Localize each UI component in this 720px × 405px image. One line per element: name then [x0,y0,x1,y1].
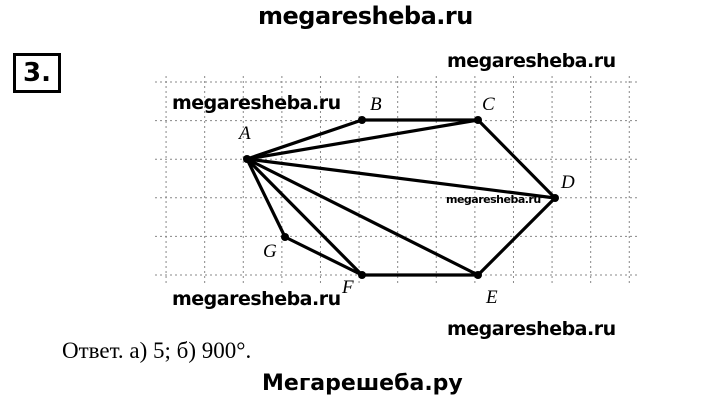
watermark-top: megaresheba.ru [258,2,473,30]
footer-watermark: Мегарешеба.ру [262,371,463,396]
segment-AD [245,157,557,200]
polygon-lines [245,118,557,277]
point-label-A: A [237,123,251,144]
segment-AC [245,118,480,161]
watermark: megaresheba.ru [172,92,341,114]
point-E [474,271,482,279]
watermark: megaresheba.ru [446,193,541,206]
point-B [358,116,366,124]
point-label-G: G [263,241,277,262]
segment-GA [245,157,287,239]
grid [155,76,640,285]
point-label-D: D [560,172,575,193]
watermark: megaresheba.ru [172,288,341,310]
point-label-E: E [485,287,498,308]
answer-text: Ответ. а) 5; б) 900°. [62,338,252,363]
watermark: megaresheba.ru [447,318,616,340]
point-label-B: B [370,94,382,115]
point-A [243,155,251,163]
polygon-points: A B C D E F G [237,94,575,308]
problem-number: 3. [13,53,61,93]
segment-AF [245,157,364,277]
segment-AB [245,118,364,161]
point-D [551,194,559,202]
point-F [358,271,366,279]
segment-FG [283,235,364,277]
segment-DE [476,196,557,277]
point-G [281,233,289,241]
watermark: megaresheba.ru [447,50,616,72]
segment-AE [245,157,480,277]
point-label-F: F [341,277,354,298]
point-label-C: C [482,94,495,115]
segment-CD [476,118,557,200]
point-C [474,116,482,124]
